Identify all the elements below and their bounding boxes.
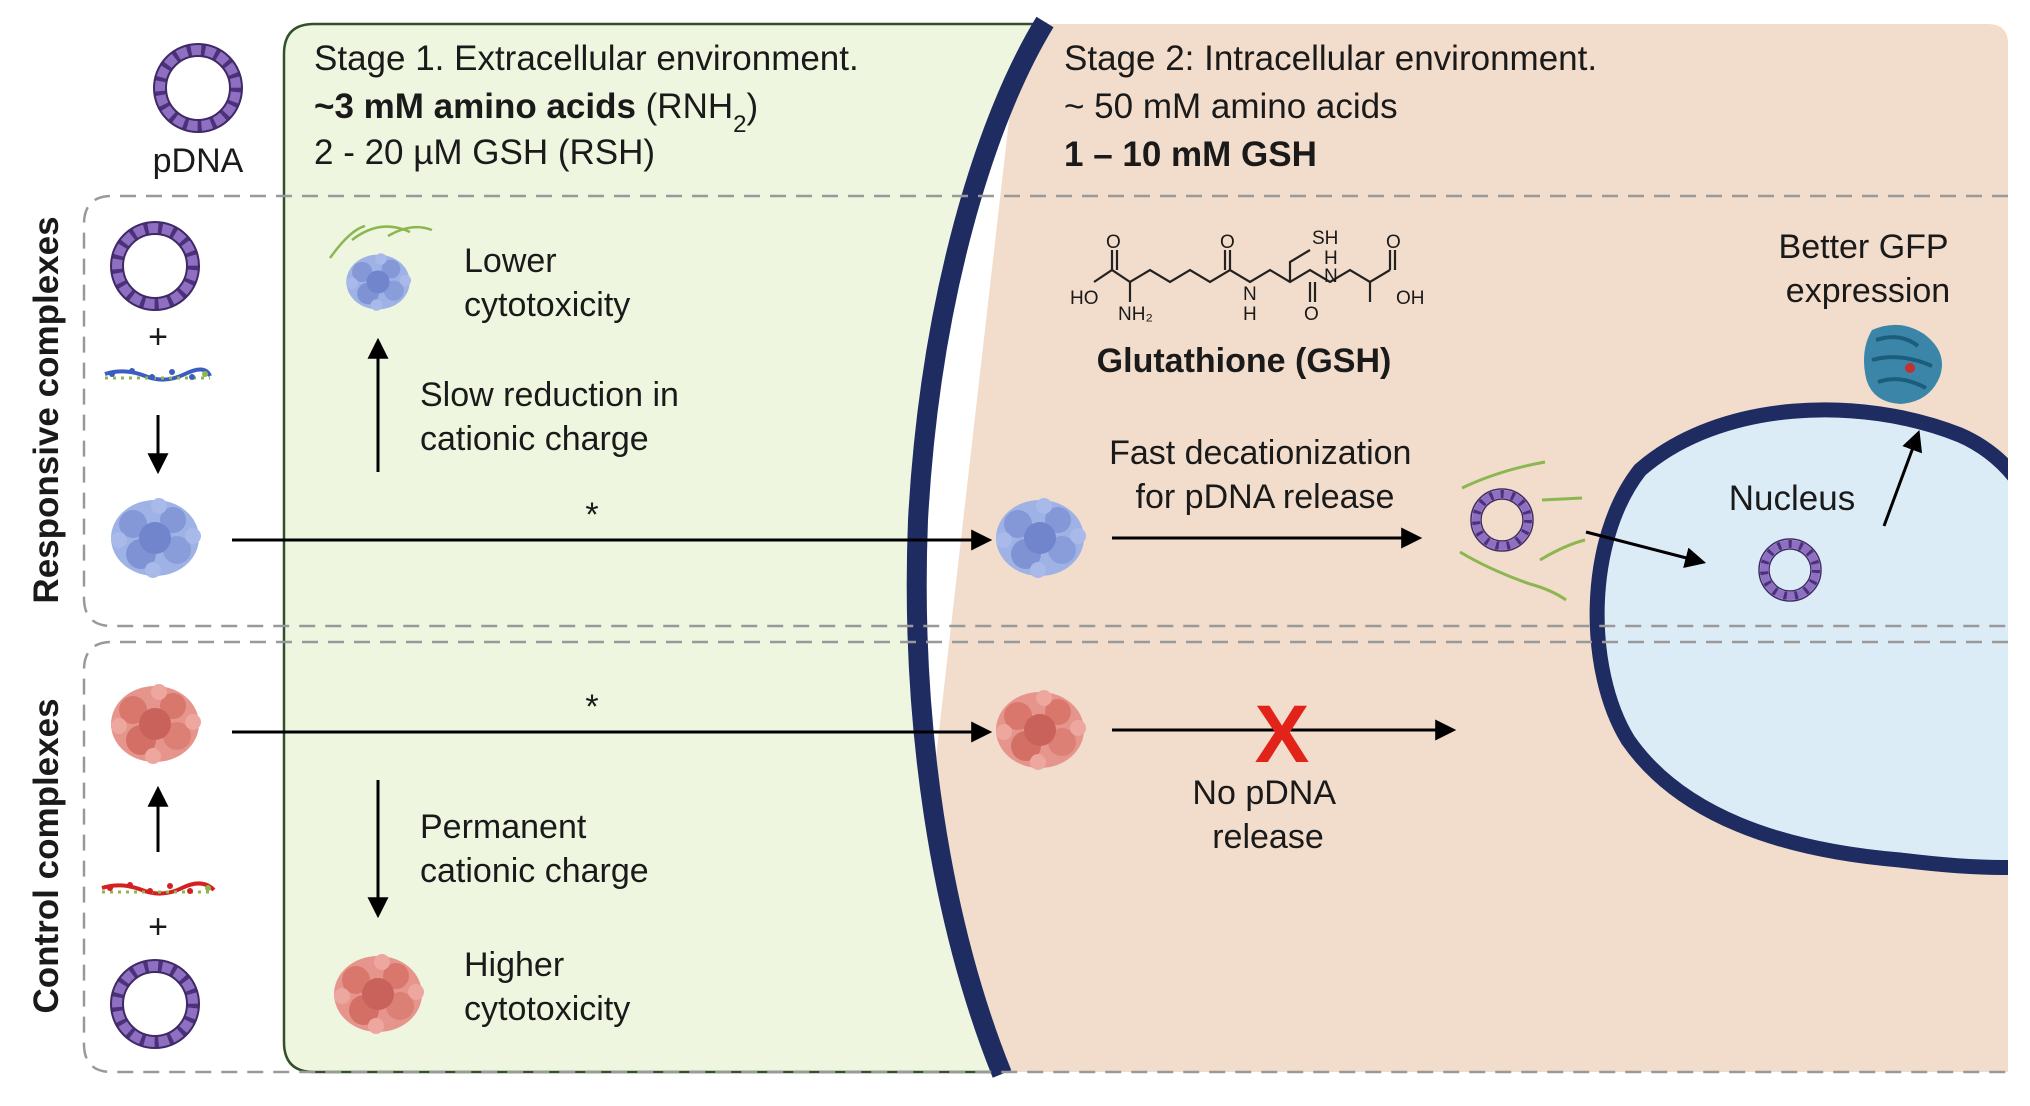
pdna-plasmid-icon	[154, 44, 242, 132]
svg-text:OH: OH	[1396, 288, 1425, 309]
stage2-gsh: 1 – 10 mM GSH	[1064, 135, 1317, 174]
svg-text:O: O	[1304, 304, 1319, 325]
svg-text:O: O	[1220, 232, 1235, 253]
glutathione-structure	[1093, 249, 1397, 302]
stage1-title: Stage 1. Extracellular environment.	[314, 39, 859, 78]
permanent-charge-text: Permanent cationic charge	[420, 808, 649, 890]
svg-text:H: H	[1324, 248, 1338, 269]
lower-cytotoxicity-text: Lower cytotoxicity	[464, 242, 630, 324]
svg-text:O: O	[1386, 232, 1401, 253]
svg-text:H: H	[1243, 304, 1257, 325]
svg-text:HO: HO	[1070, 288, 1099, 309]
cell-membrane	[906, 16, 1054, 1078]
stage2-title: Stage 2: Intracellular environment.	[1064, 39, 1597, 78]
svg-text:O: O	[1106, 232, 1121, 253]
nucleus-label: Nucleus	[1729, 479, 1855, 518]
plus-sign: +	[148, 318, 168, 356]
control-polymer-icon	[101, 881, 216, 896]
svg-text:N: N	[1324, 266, 1338, 287]
nucleus	[1589, 402, 2008, 875]
svg-text:N: N	[1243, 284, 1257, 305]
fast-decationization-text: Fast decationization for pDNA release	[1109, 434, 1421, 516]
slow-reduction-text: Slow reduction in cationic charge	[420, 376, 688, 458]
responsive-row-box	[82, 194, 2008, 628]
no-release-cross: X	[1255, 689, 1310, 780]
stage2-amino-acids: ~ 50 mM amino acids	[1064, 87, 1398, 126]
no-release-text: No pDNA release	[1192, 774, 1343, 856]
asterisk: *	[585, 688, 598, 726]
svg-text:NH₂: NH₂	[1118, 304, 1153, 325]
arrow	[1882, 430, 1923, 527]
higher-cytotoxicity-text: Higher cytotoxicity	[464, 946, 630, 1028]
responsive-complexes-label: Responsive complexes	[27, 216, 66, 603]
plus-sign: +	[148, 908, 168, 946]
control-row-box	[82, 640, 2008, 1074]
pdna-label: pDNA	[153, 142, 244, 180]
extracellular-region	[282, 22, 1048, 1074]
svg-text:SH: SH	[1312, 228, 1338, 249]
responsive-complex-icon	[111, 498, 201, 578]
glutathione-atoms: HO O NH₂ O N H SH O H N O OH	[1070, 228, 1425, 325]
glutathione-name: Glutathione (GSH)	[1097, 342, 1392, 380]
stage1-gsh: 2 - 20 µM GSH (RSH)	[314, 133, 655, 172]
asterisk: *	[585, 496, 598, 534]
stage1-amino-acids: ~3 mM amino acids (RNH2)	[314, 87, 758, 138]
control-complexes-label: Control complexes	[27, 698, 66, 1013]
pdna-plasmid-icon	[111, 222, 199, 310]
arrow	[1585, 530, 1707, 568]
lower-cytotoxicity-icon	[328, 224, 433, 311]
pdna-plasmid-icon	[111, 960, 199, 1048]
gfp-protein-icon	[1864, 324, 1942, 404]
released-pdna-with-polymer-icon	[1459, 460, 1586, 602]
responsive-polymer-icon	[104, 367, 212, 382]
gfp-expression-text: Better GFP expression	[1779, 228, 1958, 310]
control-complex-icon	[111, 684, 201, 764]
